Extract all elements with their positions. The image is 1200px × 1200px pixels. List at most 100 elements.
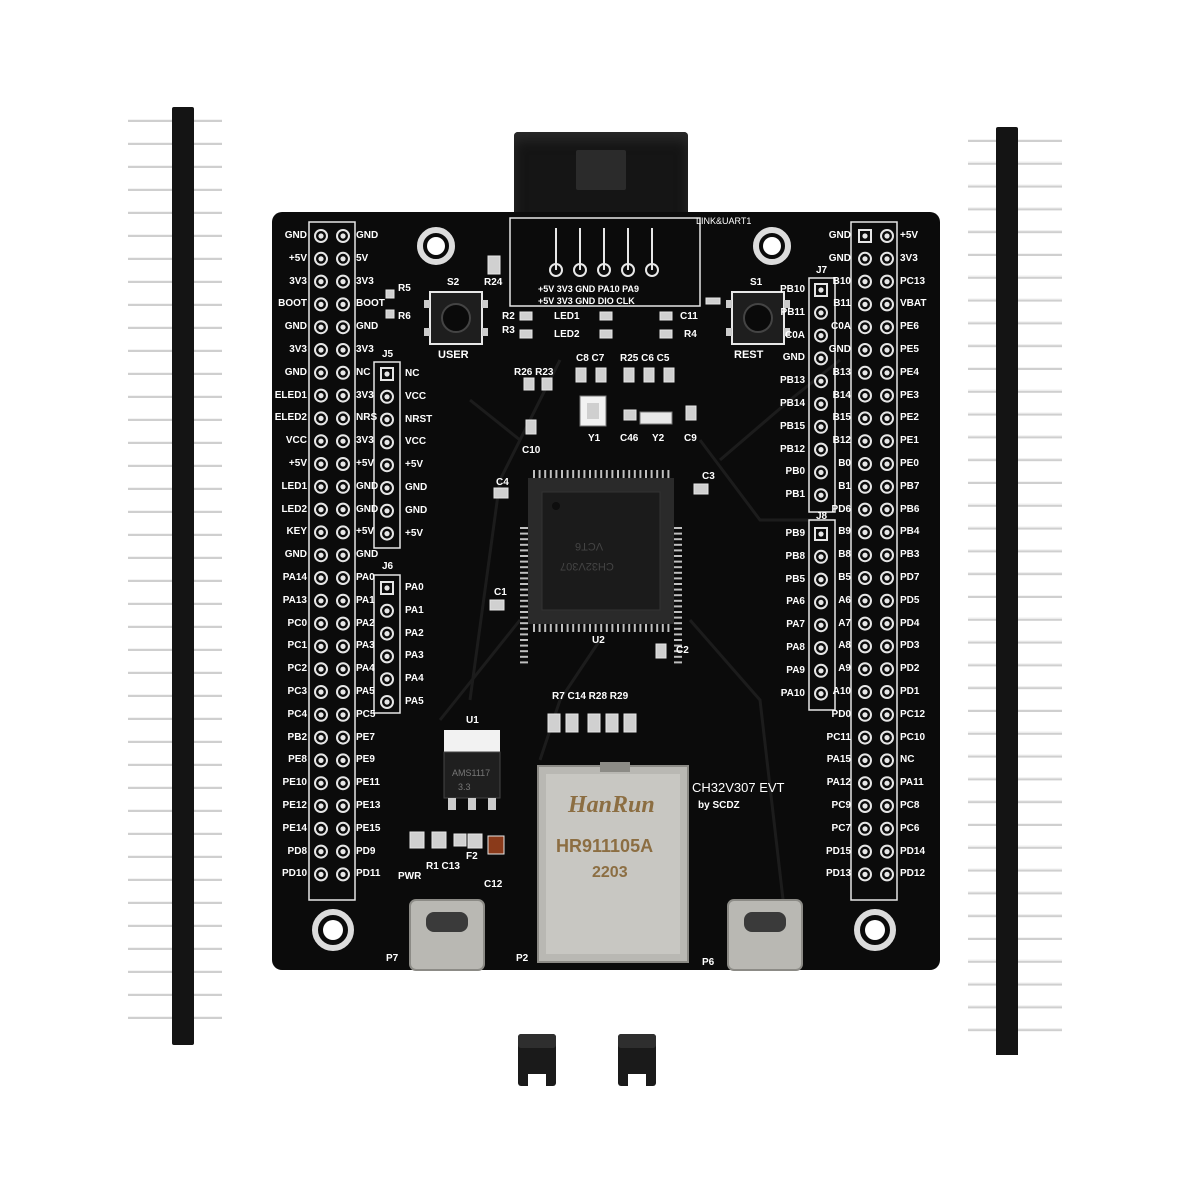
pin-label: PA5: [356, 686, 375, 697]
header-pad: [314, 776, 328, 791]
header-pad: [858, 844, 872, 859]
header-pad: [380, 458, 394, 473]
pin-label: NRST: [405, 413, 433, 425]
header-pad: [336, 776, 350, 791]
pin-label: B1: [838, 480, 851, 492]
pin-label: PC9: [831, 800, 851, 811]
jumper-cap-right: [618, 1034, 656, 1086]
header-pad: [814, 595, 828, 610]
header-pad: [314, 388, 328, 403]
pin-label: B0: [838, 458, 851, 469]
header-pad: [858, 343, 872, 357]
header-pad: [814, 283, 828, 297]
label-r3: R3: [502, 325, 515, 336]
pin-label: GND: [356, 480, 379, 492]
pin-label: GND: [405, 482, 428, 493]
header-pad: [314, 639, 328, 654]
pin-label: GND: [828, 230, 851, 241]
pin-label: PB10: [779, 284, 805, 295]
label-y1: Y1: [588, 433, 601, 444]
pin-label: PD9: [356, 845, 376, 857]
header-pad: [336, 639, 350, 654]
pin-label: PC3: [287, 686, 307, 697]
header-plastic-body: [172, 107, 194, 1045]
header-pad: [858, 502, 872, 517]
label-c3: C3: [702, 471, 715, 482]
header-pad: [858, 593, 872, 608]
header-pad: [314, 867, 328, 882]
pin-label: PB3: [900, 549, 920, 561]
pin-label: PE2: [900, 412, 919, 424]
pin-label: PA12: [826, 777, 851, 789]
label-u1: U1: [466, 715, 479, 726]
header-pad: [858, 274, 872, 289]
mounting-hole-tl: [417, 227, 455, 265]
label-r25c6c5: R25 C6 C5: [620, 353, 670, 364]
pin-label: PB12: [779, 443, 805, 455]
pin-label: PA0: [405, 582, 424, 593]
header-pad: [858, 707, 872, 722]
header-pad: [858, 799, 872, 813]
pin-label: +5V: [288, 252, 307, 264]
header-pad: [880, 685, 894, 699]
pin-label: PB4: [900, 526, 920, 538]
header-pad: [336, 320, 350, 335]
header-pad: [380, 526, 394, 541]
pin-label: VCC: [285, 435, 307, 447]
pin-label: PA6: [786, 596, 805, 608]
pin-label: PC7: [831, 822, 851, 834]
header-pad: [814, 549, 828, 564]
header-pad: [336, 457, 350, 471]
header-pad: [880, 616, 894, 631]
ldo-marking-line1: AMS1117: [452, 768, 491, 778]
header-pad: [858, 388, 872, 403]
header-pad: [380, 481, 394, 495]
pin-label: PC13: [900, 275, 926, 287]
pin-label: PE10: [282, 777, 307, 789]
header-pad: [314, 593, 328, 608]
pin-label: C0A: [830, 321, 851, 333]
header-pad: [880, 411, 894, 426]
header-pad: [380, 389, 394, 404]
label-r6: R6: [398, 311, 411, 322]
jumper-cap-left: [518, 1034, 556, 1086]
label-p7: P7: [386, 953, 399, 964]
ethernet-date-code: 2203: [592, 864, 628, 881]
pin-label: 3V3: [289, 275, 307, 287]
header-pad: [314, 229, 328, 243]
header-pad: [336, 799, 350, 813]
pin-label: PA13: [282, 594, 307, 606]
pin-label: +5V: [356, 526, 375, 538]
pin-label: B5: [838, 572, 851, 583]
header-pad: [314, 320, 328, 335]
header-pad: [336, 730, 350, 745]
link-bottom-labels: +5V 3V3 GND DIO CLK: [538, 296, 635, 306]
header-pad: [880, 867, 894, 882]
pin-label: B13: [832, 366, 851, 378]
pin-label: PC8: [900, 800, 920, 811]
header-plastic-body: [996, 127, 1018, 1055]
label-c9: C9: [684, 433, 697, 444]
pin-label: +5V: [405, 527, 424, 539]
label-f2: F2: [466, 851, 478, 862]
header-pad: [336, 274, 350, 289]
mounting-hole-tr: [753, 227, 791, 265]
pin-label: PE7: [356, 731, 375, 743]
reset-switch: [726, 291, 790, 345]
header-pad: [314, 730, 328, 745]
pin-label: PB9: [785, 528, 805, 539]
header-pad: [336, 616, 350, 631]
header-pad: [336, 434, 350, 449]
header-pad: [880, 388, 894, 403]
header-pad: [380, 435, 394, 450]
pin-label: PB14: [779, 398, 805, 409]
header-pad: [814, 618, 828, 633]
pin-label: ELED1: [274, 389, 307, 401]
label-y2: Y2: [652, 433, 665, 444]
header-pad: [880, 662, 894, 677]
pin-label: PD2: [900, 663, 920, 675]
header-pad: [880, 434, 894, 449]
pin-label: PA1: [356, 594, 375, 606]
header-pad: [314, 274, 328, 289]
header-pad: [336, 388, 350, 403]
